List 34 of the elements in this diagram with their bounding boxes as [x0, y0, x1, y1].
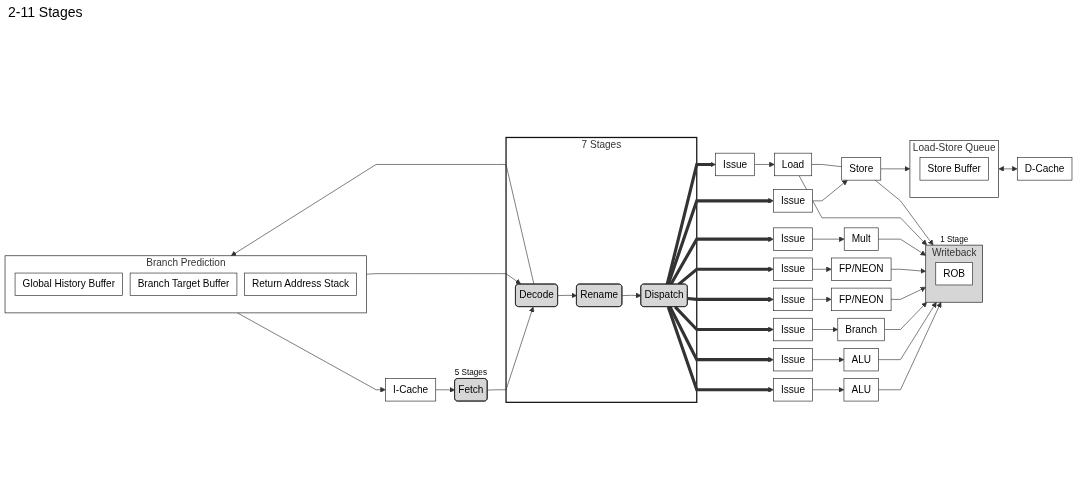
node-box: ALU [843, 378, 879, 402]
node-box: Issue [773, 348, 813, 372]
node-box: Branch Target Buffer [129, 272, 238, 296]
node-box: Issue [715, 152, 755, 177]
node-box: I-Cache [385, 378, 437, 402]
node-box: Store [841, 157, 882, 181]
stage-count-label: 2-11 Stages [8, 4, 83, 20]
node-box: Store Buffer [919, 157, 989, 181]
arrow [666, 198, 774, 285]
arrow [677, 266, 774, 286]
node-box: Branch [837, 317, 885, 342]
node-box: Return Address Stack [244, 272, 357, 296]
node-box: Issue [773, 287, 813, 311]
node-box: Mult [843, 227, 879, 251]
arrow [674, 305, 774, 333]
node-box: Issue [773, 227, 813, 251]
node-box: Load [774, 152, 813, 177]
arrow [666, 306, 774, 393]
arrow [687, 296, 774, 303]
arrow [998, 166, 1018, 172]
node-box: Issue [773, 378, 813, 402]
node-box: Issue [773, 317, 813, 342]
node-box: Global History Buffer [14, 272, 123, 296]
node-box: Issue [773, 257, 813, 281]
node-box: ROB [935, 262, 973, 286]
node-box: D-Cache [1016, 157, 1073, 181]
node-box: FP/NEON [831, 287, 892, 311]
node-box: Issue [773, 189, 813, 213]
node-box: ALU [843, 348, 879, 372]
connector [811, 164, 842, 167]
node-box: FP/NEON [831, 257, 892, 281]
arrow [665, 161, 716, 285]
arrow [669, 236, 774, 286]
arrow [668, 306, 774, 363]
